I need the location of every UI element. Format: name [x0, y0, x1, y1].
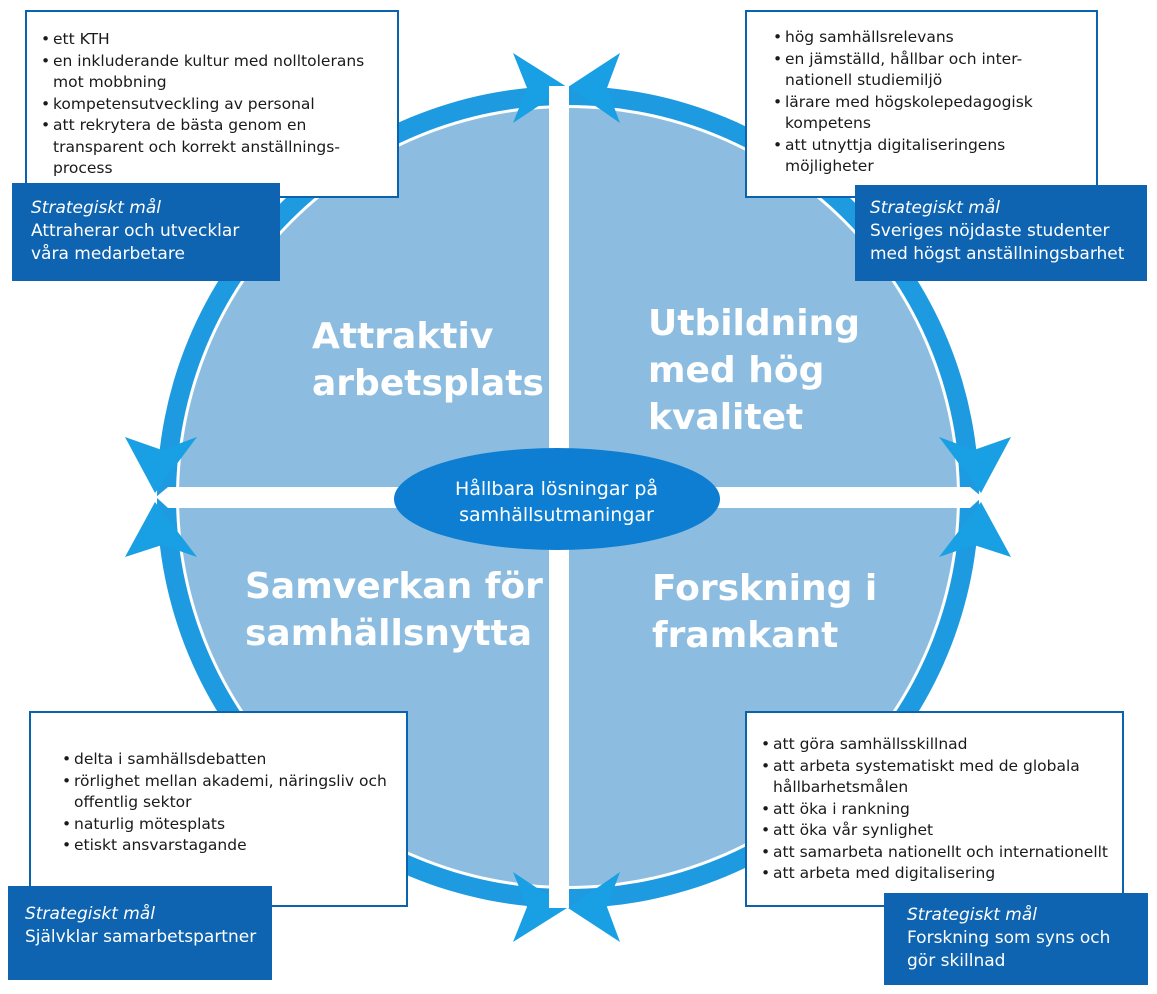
goal-label: Strategiskt mål	[907, 905, 1037, 925]
list-item: naturlig mötesplats	[62, 814, 396, 836]
goal-text: Självklar samarbetspartner	[25, 927, 257, 947]
arrow-head-top-right	[513, 53, 567, 123]
goal-label: Strategiskt mål	[31, 198, 161, 218]
arrow-head-bottom-left	[513, 872, 567, 942]
list-item: kompetensutveckling av personal	[41, 94, 387, 116]
goal-box-top-left: Strategiskt mål Attraherar och utvecklar…	[12, 183, 280, 281]
goal-box-top-right: Strategiskt mål Sveriges nöjdaste studen…	[855, 185, 1147, 281]
quadrant-title-top-left: Attraktiv arbetsplats	[312, 313, 544, 407]
list-item: lärare med högskolepedagogisk kompetens	[773, 92, 1086, 135]
bullet-box-bottom-right: att göra samhällsskillnad att arbeta sys…	[745, 711, 1124, 907]
arrow-head-top-left	[568, 53, 620, 123]
center-ellipse	[394, 448, 720, 550]
title-line: Utbildning	[648, 303, 861, 344]
center-line: Hållbara lösningar på	[454, 478, 659, 500]
list-item: att arbeta systematiskt med de globala h…	[761, 756, 1114, 799]
center-label: Hållbara lösningar på samhällsutmaningar	[395, 466, 718, 538]
quadrant-title-bottom-right: Forskning i framkant	[652, 565, 877, 659]
bullet-list: att göra samhällsskillnad att arbeta sys…	[761, 734, 1114, 885]
bullet-list: delta i samhällsdebatten rörlighet mella…	[62, 749, 396, 857]
list-item: att öka i rankning	[761, 799, 1114, 821]
goal-text: Sveriges nöjdaste studenter	[870, 221, 1110, 241]
list-item: att göra samhällsskillnad	[761, 734, 1114, 756]
title-line: arbetsplats	[312, 363, 544, 404]
goal-label: Strategiskt mål	[870, 198, 1000, 218]
arrow-head-bottom-right	[568, 872, 620, 942]
title-line: Forskning i	[652, 568, 878, 609]
list-item: ett KTH	[41, 29, 387, 51]
quadrant-title-top-right: Utbildning med hög kvalitet	[648, 300, 860, 441]
quadrant-title-bottom-left: Samverkan för samhällsnytta	[245, 563, 543, 657]
goal-label: Strategiskt mål	[25, 904, 155, 924]
list-item: att utnyttja digitaliseringens möjlighet…	[773, 135, 1086, 178]
title-line: framkant	[652, 615, 839, 656]
goal-text: med högst anställningsbarhet	[870, 244, 1125, 264]
bullet-box-bottom-left: delta i samhällsdebatten rörlighet mella…	[29, 711, 408, 907]
goal-box-bottom-left: Strategiskt mål Självklar samarbetspartn…	[8, 886, 272, 980]
list-item: delta i samhällsdebatten	[62, 749, 396, 771]
list-item: en inkluderande kultur med nolltolerans …	[41, 51, 387, 94]
arrow-head-right-up	[939, 437, 1011, 493]
list-item: en jämställd, hållbar och inter-nationel…	[773, 49, 1086, 92]
goal-text: Attraherar och utvecklar	[31, 221, 240, 241]
arrow-head-right-down	[939, 502, 1011, 557]
title-line: kvalitet	[648, 397, 804, 438]
list-item: att arbeta med digitalisering	[761, 863, 1114, 885]
bullet-box-top-left: ett KTH en inkluderande kultur med nollt…	[25, 10, 399, 198]
center-line: samhällsutmaningar	[459, 504, 654, 526]
list-item: rörlighet mellan akademi, näringsliv och…	[62, 771, 396, 814]
goal-box-bottom-right: Strategiskt mål Forskning som syns och g…	[884, 893, 1148, 985]
bullet-list: ett KTH en inkluderande kultur med nollt…	[41, 29, 387, 180]
title-line: samhällsnytta	[245, 613, 533, 654]
goal-text: våra medarbetare	[31, 244, 185, 264]
bullet-box-top-right: hög samhällsrelevans en jämställd, hållb…	[745, 10, 1098, 198]
list-item: att öka vår synlighet	[761, 820, 1114, 842]
list-item: att samarbeta nationellt och internation…	[761, 842, 1114, 864]
list-item: hög samhällsrelevans	[773, 27, 1086, 49]
title-line: Samverkan för	[245, 566, 543, 607]
arrow-head-left-down	[125, 502, 197, 557]
list-item: att rekrytera de bästa genom en transpar…	[41, 115, 387, 180]
title-line: med hög	[648, 350, 825, 391]
bullet-list: hög samhällsrelevans en jämställd, hållb…	[773, 27, 1086, 178]
title-line: Attraktiv	[312, 316, 494, 357]
list-item: etiskt ansvarstagande	[62, 835, 396, 857]
goal-text: gör skillnad	[907, 951, 1006, 971]
goal-text: Forskning som syns och	[907, 928, 1111, 948]
arrow-head-left-up	[125, 437, 197, 493]
